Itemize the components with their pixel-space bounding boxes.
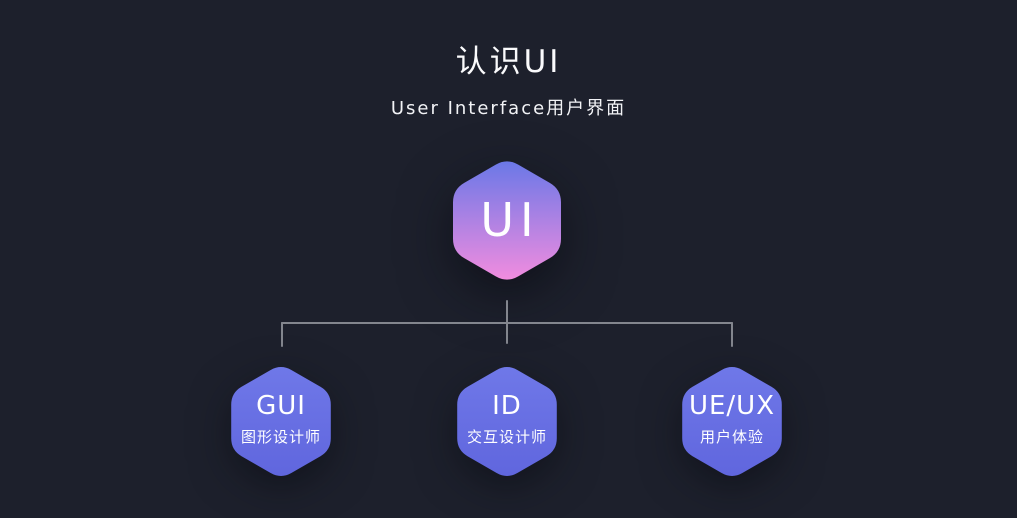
node-id-sublabel: 交互设计师 bbox=[466, 427, 547, 446]
header: 认识UI User Interface用户界面 bbox=[0, 36, 1017, 120]
node-ueux: UE/UX 用户体验 bbox=[682, 364, 782, 479]
node-id: ID 交互设计师 bbox=[457, 364, 557, 479]
node-gui-content: GUI 图形设计师 bbox=[231, 361, 331, 476]
node-ueux-label: UE/UX bbox=[688, 390, 776, 421]
hexagon-shape bbox=[453, 161, 561, 280]
node-ui-content: UI bbox=[453, 158, 561, 283]
node-ueux-sublabel: 用户体验 bbox=[699, 427, 764, 446]
connector-horizontal-bar bbox=[281, 322, 733, 324]
node-gui-label: GUI bbox=[256, 390, 306, 421]
node-id-label: ID bbox=[492, 390, 522, 421]
node-ueux-content: UE/UX 用户体验 bbox=[682, 361, 782, 476]
hexagon-shape bbox=[231, 366, 331, 477]
page-subtitle: User Interface用户界面 bbox=[390, 98, 627, 119]
node-gui-sublabel: 图形设计师 bbox=[240, 427, 321, 446]
connector-drop-right bbox=[731, 322, 733, 347]
hexagon-shape bbox=[682, 366, 782, 477]
node-id-content: ID 交互设计师 bbox=[457, 361, 557, 476]
page-title: 认识UI bbox=[455, 44, 562, 80]
connector-drop-left bbox=[281, 322, 283, 347]
node-gui: GUI 图形设计师 bbox=[231, 364, 331, 479]
node-ui: UI bbox=[453, 158, 561, 283]
node-ui-label: UI bbox=[480, 192, 540, 247]
hexagon-shape bbox=[457, 366, 557, 477]
